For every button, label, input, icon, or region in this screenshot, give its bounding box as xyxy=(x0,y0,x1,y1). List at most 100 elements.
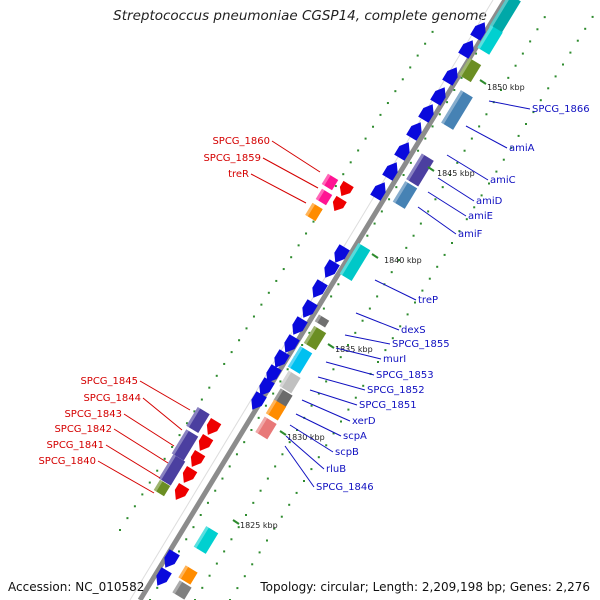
track-dot xyxy=(288,503,291,506)
track-dot xyxy=(178,434,181,437)
track-dot xyxy=(308,331,311,334)
gene-label-spcg-1859: SPCG_1859 xyxy=(203,153,261,164)
kbp-label: 1840 kbp xyxy=(384,256,422,265)
track-dot xyxy=(238,339,241,342)
gene-connector xyxy=(139,380,191,411)
track-dot xyxy=(208,386,211,389)
track-dot xyxy=(521,52,524,55)
gene-label-amie: amiE xyxy=(468,211,493,222)
track-dot xyxy=(236,587,239,590)
track-dot xyxy=(295,491,298,494)
gene-connector xyxy=(427,191,467,217)
track-dot xyxy=(431,125,434,128)
track-dot xyxy=(317,456,320,459)
genome-backbone xyxy=(137,0,508,600)
gene-connector xyxy=(105,444,161,479)
gene-block-right-9 xyxy=(287,346,313,374)
gene-arrow-left-3 xyxy=(430,87,446,106)
gene-label-spcg-1841: SPCG_1841 xyxy=(46,440,104,451)
track-dot xyxy=(252,501,255,504)
track-dot xyxy=(480,194,483,197)
gene-block-right-16 xyxy=(172,580,192,600)
gene-arrow-left-0 xyxy=(470,22,486,41)
track-dot xyxy=(495,170,498,173)
track-dot xyxy=(562,63,564,66)
track-dot xyxy=(500,89,502,91)
gene-connector xyxy=(417,206,457,235)
kbp-label: 1850 kbp xyxy=(487,83,525,92)
track-dot xyxy=(305,232,308,235)
track-dot xyxy=(368,307,371,310)
track-dot xyxy=(398,259,400,261)
gene-label-spcg-1852: SPCG_1852 xyxy=(367,385,425,396)
track-dot xyxy=(340,420,342,423)
track-dot xyxy=(259,489,262,492)
track-dot xyxy=(296,429,298,431)
track-dot xyxy=(337,283,340,286)
track-dot xyxy=(206,501,209,504)
track-dot xyxy=(451,242,453,244)
gene-label-spcg-1851: SPCG_1851 xyxy=(359,400,417,411)
track-dot xyxy=(547,87,550,90)
gene-label-spcg-1855: SPCG_1855 xyxy=(392,339,450,350)
track-dot xyxy=(275,279,278,282)
gene-arrow-red-7 xyxy=(174,483,190,500)
track-dot xyxy=(325,444,328,447)
track-dot xyxy=(119,529,121,531)
kbp-label: 1845 kbp xyxy=(437,169,475,178)
gene-block-purple-3 xyxy=(158,454,186,486)
track-dot xyxy=(252,315,255,318)
gene-block-right-6 xyxy=(339,242,371,282)
gene-label-amic: amiC xyxy=(490,175,516,186)
gene-arrow-left-5 xyxy=(406,122,422,141)
gene-arrow-red-4 xyxy=(198,434,214,451)
track-dot xyxy=(243,575,246,578)
track-dot xyxy=(185,422,188,425)
track-dot xyxy=(409,66,412,69)
track-dot xyxy=(379,113,382,116)
gene-block-olive xyxy=(153,479,171,497)
kbp-tick xyxy=(279,430,287,436)
track-dot xyxy=(223,550,226,553)
track-dot xyxy=(465,218,468,221)
track-dot xyxy=(591,15,594,18)
track-dot xyxy=(449,174,451,176)
gene-arrow-red-1 xyxy=(339,180,354,196)
track-dot xyxy=(282,268,285,271)
gene-label-dexs: dexS xyxy=(401,325,426,336)
gene-arrow-left-12 xyxy=(302,299,318,318)
gene-block-orange xyxy=(305,202,323,222)
track-dot xyxy=(230,538,233,541)
track-dot xyxy=(529,40,532,43)
gene-connector xyxy=(271,140,321,173)
gene-arrow-left-16 xyxy=(266,364,282,383)
gene-label-amid: amiD xyxy=(476,196,503,207)
track-dot xyxy=(201,586,204,589)
gene-label-spcg-1840: SPCG_1840 xyxy=(38,456,96,467)
track-dot xyxy=(215,374,218,377)
gene-connector xyxy=(335,347,382,360)
track-dot xyxy=(402,174,405,176)
track-dot xyxy=(424,42,427,45)
track-dot xyxy=(281,453,284,456)
track-dot xyxy=(377,361,379,363)
gene-arrow-left-18 xyxy=(251,391,267,410)
gene-arrow-left-8 xyxy=(370,182,386,201)
track-dot xyxy=(517,134,520,137)
track-dot xyxy=(260,303,263,306)
track-dot xyxy=(412,234,415,237)
gene-connector xyxy=(355,312,400,331)
track-dot xyxy=(208,574,211,577)
track-dot xyxy=(414,301,416,304)
track-dot xyxy=(156,469,159,472)
track-dot xyxy=(264,404,267,407)
track-dot xyxy=(424,137,427,140)
track-dot xyxy=(223,362,226,365)
track-dot xyxy=(185,538,188,541)
gene-label-spcg-1853: SPCG_1853 xyxy=(376,370,434,381)
track-dot xyxy=(347,408,350,411)
gene-block-right-3 xyxy=(441,90,473,130)
track-dot xyxy=(193,410,196,413)
track-dot xyxy=(245,514,247,516)
gene-label-spcg-1845: SPCG_1845 xyxy=(80,376,138,387)
